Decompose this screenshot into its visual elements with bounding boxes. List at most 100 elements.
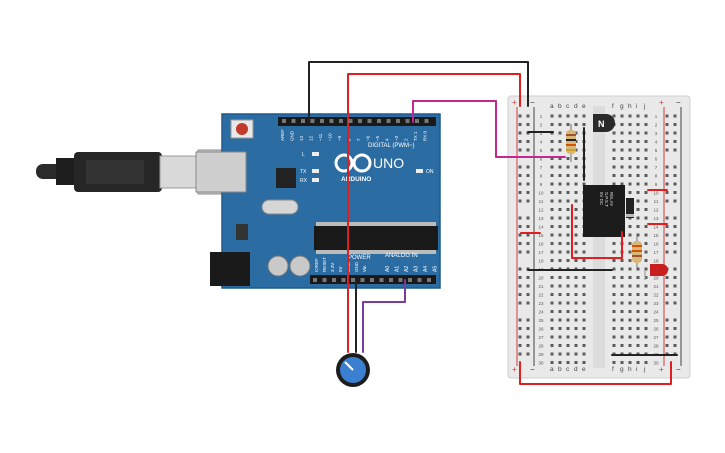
rail-hole[interactable] (518, 242, 522, 245)
breadboard-hole[interactable] (628, 131, 632, 135)
breadboard-hole[interactable] (574, 301, 578, 305)
breadboard-hole[interactable] (574, 208, 578, 211)
breadboard-hole[interactable] (612, 267, 616, 271)
breadboard-hole[interactable] (574, 233, 578, 237)
breadboard-hole[interactable] (574, 318, 578, 322)
breadboard-hole[interactable] (620, 293, 624, 296)
header-pin[interactable] (408, 278, 412, 282)
header-pin[interactable] (320, 119, 324, 123)
breadboard-hole[interactable] (620, 165, 624, 169)
breadboard-hole[interactable] (628, 361, 632, 364)
breadboard-hole[interactable] (574, 250, 578, 254)
header-pin[interactable] (389, 278, 393, 282)
breadboard-hole[interactable] (620, 284, 624, 288)
potentiometer[interactable] (336, 353, 370, 387)
rail-hole[interactable] (526, 233, 530, 237)
rail-hole[interactable] (526, 293, 530, 296)
rail-hole[interactable] (673, 267, 677, 271)
breadboard-hole[interactable] (628, 259, 632, 262)
breadboard-hole[interactable] (566, 344, 570, 347)
rail-hole[interactable] (673, 250, 677, 254)
breadboard-hole[interactable] (566, 301, 570, 305)
breadboard-hole[interactable] (644, 157, 648, 160)
header-pin[interactable] (367, 119, 372, 123)
breadboard-hole[interactable] (558, 344, 562, 347)
rail-hole[interactable] (665, 199, 669, 203)
rail-hole[interactable] (518, 182, 522, 186)
header-pin[interactable] (360, 278, 365, 282)
rail-hole[interactable] (665, 165, 669, 169)
breadboard-hole[interactable] (644, 174, 648, 177)
rail-hole[interactable] (673, 284, 677, 288)
breadboard-hole[interactable] (582, 123, 586, 126)
breadboard-hole[interactable] (574, 293, 578, 296)
breadboard-hole[interactable] (582, 310, 586, 313)
rail-hole[interactable] (526, 318, 530, 322)
breadboard-hole[interactable] (644, 344, 648, 347)
breadboard-hole[interactable] (558, 216, 562, 220)
breadboard-hole[interactable] (550, 293, 554, 296)
breadboard-hole[interactable] (558, 225, 562, 228)
rail-hole[interactable] (673, 165, 677, 169)
breadboard-hole[interactable] (636, 216, 640, 220)
breadboard-hole[interactable] (558, 148, 562, 152)
breadboard-hole[interactable] (574, 242, 578, 245)
breadboard-hole[interactable] (644, 267, 648, 271)
breadboard-hole[interactable] (628, 140, 632, 143)
breadboard-hole[interactable] (550, 318, 554, 322)
breadboard-hole[interactable] (612, 335, 616, 339)
breadboard-hole[interactable] (574, 352, 578, 356)
breadboard-hole[interactable] (558, 310, 562, 313)
breadboard-hole[interactable] (558, 157, 562, 160)
breadboard-hole[interactable] (582, 344, 586, 347)
breadboard-hole[interactable] (558, 335, 562, 339)
breadboard-hole[interactable] (558, 259, 562, 262)
rail-hole[interactable] (526, 165, 530, 169)
rail-hole[interactable] (673, 233, 677, 237)
breadboard-hole[interactable] (636, 114, 640, 118)
rail-hole[interactable] (518, 276, 522, 279)
breadboard-hole[interactable] (644, 233, 648, 237)
arduino-uno-board[interactable]: UNO ARDUINO DIGITAL (PWM~) ANALOG IN POW… (195, 113, 441, 289)
breadboard-hole[interactable] (566, 250, 570, 254)
breadboard-hole[interactable] (574, 259, 578, 262)
breadboard-hole[interactable] (612, 148, 616, 152)
breadboard-hole[interactable] (558, 352, 562, 356)
breadboard-hole[interactable] (612, 157, 616, 160)
breadboard-hole[interactable] (550, 182, 554, 186)
breadboard-hole[interactable] (612, 182, 616, 186)
breadboard-hole[interactable] (582, 352, 586, 356)
breadboard-hole[interactable] (636, 293, 640, 296)
breadboard-hole[interactable] (566, 361, 570, 364)
breadboard-hole[interactable] (550, 208, 554, 211)
breadboard-hole[interactable] (636, 267, 640, 271)
breadboard-hole[interactable] (550, 242, 554, 245)
breadboard-hole[interactable] (566, 225, 570, 228)
breadboard-hole[interactable] (566, 259, 570, 262)
rail-hole[interactable] (665, 148, 669, 152)
header-pin[interactable] (332, 278, 336, 282)
breadboard-hole[interactable] (620, 131, 624, 135)
rail-hole[interactable] (665, 131, 669, 135)
breadboard-hole[interactable] (636, 327, 640, 330)
breadboard-hole[interactable] (628, 165, 632, 169)
breadboard-hole[interactable] (574, 182, 578, 186)
rail-hole[interactable] (673, 199, 677, 203)
breadboard-hole[interactable] (558, 276, 562, 279)
breadboard-hole[interactable] (566, 233, 570, 237)
breadboard-hole[interactable] (628, 148, 632, 152)
breadboard-hole[interactable] (644, 165, 648, 169)
breadboard-hole[interactable] (620, 327, 624, 330)
rail-hole[interactable] (518, 267, 522, 271)
breadboard-hole[interactable] (612, 327, 616, 330)
rail-hole[interactable] (665, 344, 669, 347)
breadboard-hole[interactable] (582, 182, 586, 186)
header-pin[interactable] (301, 119, 305, 123)
rail-hole[interactable] (665, 216, 669, 220)
header-pin[interactable] (424, 119, 429, 123)
rail-hole[interactable] (518, 140, 522, 143)
breadboard-hole[interactable] (620, 344, 624, 347)
header-pin[interactable] (310, 119, 315, 123)
header-pin[interactable] (379, 278, 384, 282)
breadboard-hole[interactable] (628, 225, 632, 228)
